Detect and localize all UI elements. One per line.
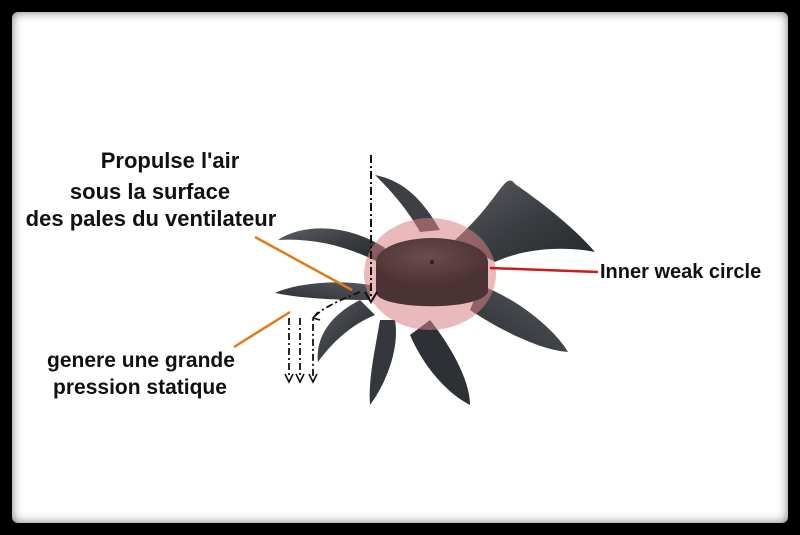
airflow-under-blade [312,291,361,378]
fan-blade-left-upper [278,228,385,262]
fan-blade-top [375,175,440,232]
fan-blade-left-lower [275,282,370,300]
leader-line-genere [233,310,291,349]
airflow-vertical-arrowhead [364,291,378,304]
leader-line-propulse [254,235,353,292]
airflow-arrowhead-3 [308,373,318,384]
fan-blade-bottom-left [317,300,375,362]
airflow-arrowhead-small [311,311,321,321]
label-propulse-line-3: des pales du ventilateur [25,206,277,231]
fan-blade-right [470,285,568,352]
label-genere-line-1: genere une grande [47,349,235,372]
leader-line-inner-weak-circle [489,266,599,274]
airflow-arrowhead-2 [295,373,305,384]
fan-blade-bottom-right [410,320,470,405]
label-genere-line-2: pression statique [53,376,227,399]
fan-blade-bottom [369,320,396,405]
fan-hub-center-dot [430,260,434,264]
label-inner-weak-circle: Inner weak circle [600,261,762,283]
label-propulse-line-1: Propulse l'air [100,148,240,173]
airflow-arrowhead-1 [284,373,294,384]
fan-blade-top-right [455,180,595,262]
label-propulse-line-2: sous la surface [69,179,231,204]
